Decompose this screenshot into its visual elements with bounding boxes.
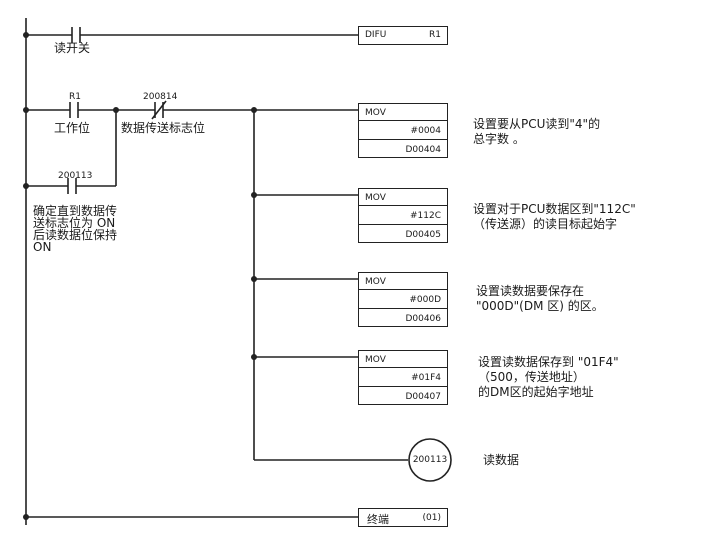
mov-note-1: 设置要从PCU读到"4"的 总字数 。: [473, 117, 601, 146]
end-instruction-box: 终端 (01): [358, 508, 448, 527]
mov-destination: D00407: [405, 392, 441, 402]
output-coil: [408, 438, 452, 482]
difu-label: DIFU: [365, 30, 387, 40]
mov-note-4: 设置读数据保存到 "01F4" （500，传送地址） 的DM区的起始字地址: [478, 355, 619, 399]
contact-200814-nc-slash: [151, 100, 167, 120]
mov-box-3: MOV #000D D00406: [358, 272, 448, 327]
contact-200113-description: 确定直到数据传 送标志位为 ON 后读数据位保持 ON: [33, 204, 118, 254]
mov-op: MOV: [365, 108, 386, 118]
contact-200814-address: 200814: [143, 92, 178, 102]
difu-operand: R1: [429, 30, 441, 40]
mov-note-3: 设置读数据要保存在 "000D"(DM 区) 的区。: [476, 284, 604, 313]
contact-200113-address: 200113: [58, 171, 93, 181]
mov-destination: D00406: [405, 314, 441, 324]
mov-source: #01F4: [411, 373, 441, 383]
mov-op: MOV: [365, 355, 386, 365]
mov-box-1: MOV #0004 D00404: [358, 103, 448, 158]
mov-box-2: MOV #112C D00405: [358, 188, 448, 243]
mov-op: MOV: [365, 193, 386, 203]
difu-instruction-box: DIFU R1: [358, 26, 448, 45]
contact-label-read-switch: 读开关: [54, 41, 91, 55]
mov-destination: D00405: [405, 230, 441, 240]
mov-op: MOV: [365, 277, 386, 287]
mov-source: #112C: [409, 211, 441, 221]
coil-address: 200113: [412, 455, 448, 465]
contact-r1-address: R1: [69, 92, 81, 102]
contact-200814-label: 数据传送标志位: [121, 121, 206, 135]
mov-destination: D00404: [405, 145, 441, 155]
mov-box-4: MOV #01F4 D00407: [358, 350, 448, 405]
end-label: 终端: [367, 513, 389, 526]
end-code: (01): [422, 513, 441, 523]
contact-r1-label: 工作位: [54, 121, 91, 135]
mov-source: #0004: [410, 126, 441, 136]
mov-source: #000D: [409, 295, 441, 305]
mov-note-2: 设置对于PCU数据区到"112C" （传送源）的读目标起始字: [473, 202, 636, 231]
coil-note: 读数据: [483, 453, 520, 467]
